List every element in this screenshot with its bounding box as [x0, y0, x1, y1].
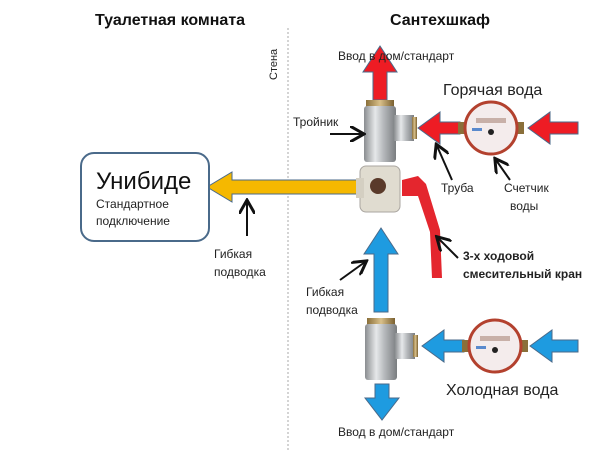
meter-label-2: воды [510, 199, 539, 213]
unibide-fixture-box [80, 152, 210, 242]
inlet-top-label: Ввод в дом/стандарт [338, 49, 455, 63]
valve-pointer [438, 238, 459, 259]
flex-mid-pointer [339, 262, 365, 281]
plumbing-cabinet-header: Сантехшкаф [390, 12, 490, 29]
meter-pointer [496, 160, 511, 181]
hot-water-label: Горячая вода [443, 82, 543, 99]
valve-label-1: 3-х ходовой [463, 249, 535, 263]
hot-source-arrow [527, 111, 579, 145]
tee-label: Тройник [293, 115, 339, 129]
mixed-water-arrow [206, 171, 363, 203]
fixture-title: Унибиде [96, 168, 192, 195]
cold-inlet-down-arrow [363, 383, 401, 421]
cold-source-arrow [529, 329, 579, 363]
hot-pipe-arrow [417, 111, 461, 145]
fixture-subtitle-1: Стандартное [96, 197, 169, 211]
cold-tee-fitting [365, 318, 418, 380]
flex-mid-label-1: Гибкая [306, 285, 345, 299]
hot-water-meter [458, 100, 524, 156]
flex-left-label-1: Гибкая [214, 247, 253, 261]
pipe-label: Труба [441, 181, 474, 195]
cold-water-meter [462, 318, 528, 374]
inlet-bottom-label: Ввод в дом/стандарт [338, 425, 455, 439]
hot-tee-fitting [364, 100, 417, 162]
fixture-subtitle-2: подключение [96, 214, 170, 228]
cold-up-arrow [363, 227, 399, 313]
toilet-room-header: Туалетная комната [95, 12, 246, 29]
flex-mid-label-2: подводка [306, 303, 358, 317]
cold-water-label: Холодная вода [446, 382, 559, 399]
hot-inlet-up-arrow [362, 45, 398, 101]
meter-label-1: Счетчик [504, 181, 549, 195]
mixing-valve [356, 165, 442, 278]
cold-pipe-arrow [421, 329, 465, 363]
pipe-pointer [437, 146, 453, 181]
valve-label-2: смесительный кран [463, 267, 583, 281]
flex-left-label-2: подводка [214, 265, 266, 279]
